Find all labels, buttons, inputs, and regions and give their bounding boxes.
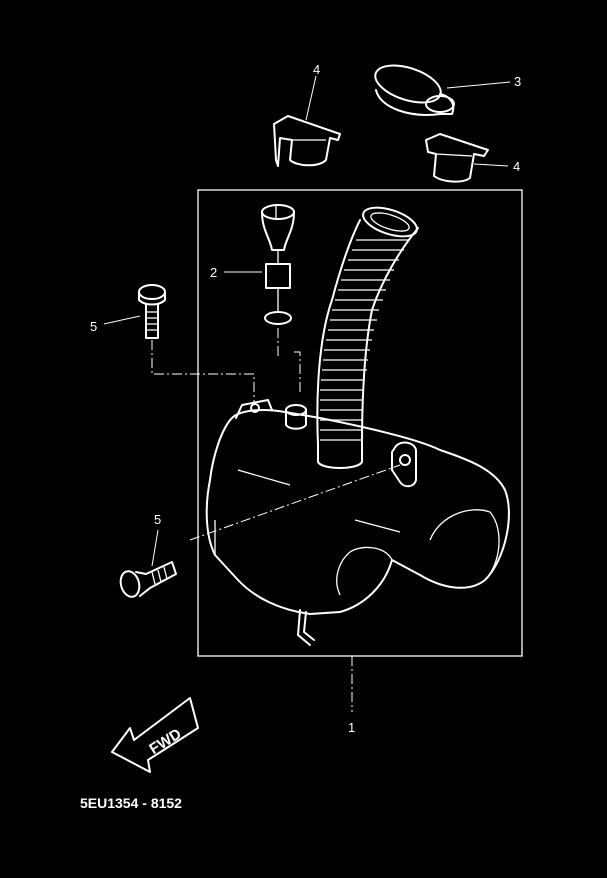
label-part-5-upper: 5: [90, 319, 97, 334]
bolt-upper: [103, 284, 255, 402]
assembly-frame: [197, 189, 523, 657]
clip-lower: [425, 133, 509, 183]
drawing-code: 5EU1354 - 8152: [80, 795, 182, 811]
grommet: [224, 204, 301, 395]
clip-upper: [273, 75, 341, 167]
tank-cap: [374, 64, 511, 116]
label-part-3: 3: [514, 74, 521, 89]
oil-tank: [189, 206, 510, 646]
forward-arrow-icon: FWD: [111, 697, 199, 773]
label-part-2: 2: [210, 265, 217, 280]
label-part-4-lower: 4: [513, 159, 520, 174]
label-part-1: 1: [348, 720, 355, 735]
label-part-4-upper: 4: [313, 62, 320, 77]
bolt-lower: [119, 529, 177, 598]
fwd-label: FWD: [146, 725, 184, 758]
label-part-5-lower: 5: [154, 512, 161, 527]
